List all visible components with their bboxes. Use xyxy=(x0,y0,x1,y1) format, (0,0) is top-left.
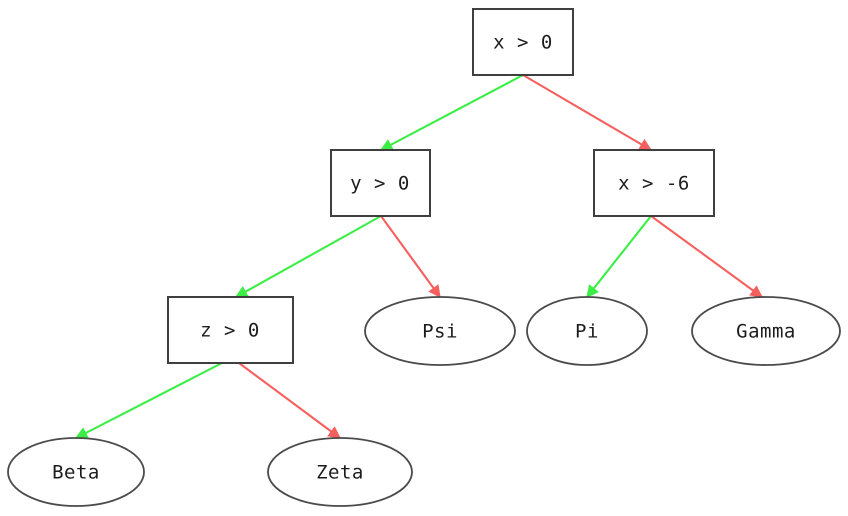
leaf-psi-label: Psi xyxy=(422,321,458,343)
node-root-box[interactable] xyxy=(472,8,574,76)
node-root[interactable]: x > 0 xyxy=(472,8,574,76)
node-x6[interactable]: x > -6 xyxy=(593,149,715,217)
leaf-pi-ellipse[interactable] xyxy=(526,296,648,366)
leaf-psi[interactable]: Psi xyxy=(364,296,516,366)
leaf-beta-ellipse[interactable] xyxy=(7,437,145,507)
node-y-label: y > 0 xyxy=(350,173,410,195)
node-root-label: x > 0 xyxy=(493,32,553,54)
edges-group xyxy=(74,74,764,439)
node-y[interactable]: y > 0 xyxy=(330,149,431,217)
edge-y-false xyxy=(380,215,441,299)
node-z-box[interactable] xyxy=(167,296,294,364)
leaf-pi[interactable]: Pi xyxy=(526,296,648,366)
edge-x6-true xyxy=(586,215,652,298)
edge-y-true xyxy=(234,215,382,298)
node-y-box[interactable] xyxy=(330,149,431,217)
leaf-gamma-label: Gamma xyxy=(736,321,796,343)
edge-root-false xyxy=(522,74,653,151)
leaf-gamma[interactable]: Gamma xyxy=(691,296,841,366)
leaf-beta-label: Beta xyxy=(52,462,100,484)
edge-root-true xyxy=(379,74,524,151)
node-z[interactable]: z > 0 xyxy=(167,296,294,364)
node-z-label: z > 0 xyxy=(200,320,260,342)
leaf-beta[interactable]: Beta xyxy=(7,437,145,507)
leaf-gamma-ellipse[interactable] xyxy=(691,296,841,366)
leaf-zeta-label: Zeta xyxy=(316,462,364,484)
leaf-pi-label: Pi xyxy=(575,321,599,343)
edge-z-false xyxy=(238,362,342,439)
node-x6-label: x > -6 xyxy=(618,173,690,195)
edge-x6-false xyxy=(650,215,764,298)
edge-z-true xyxy=(74,362,223,439)
leaf-psi-ellipse[interactable] xyxy=(364,296,516,366)
leaf-zeta[interactable]: Zeta xyxy=(267,437,413,507)
leaf-zeta-ellipse[interactable] xyxy=(267,437,413,507)
node-x6-box[interactable] xyxy=(593,149,715,217)
